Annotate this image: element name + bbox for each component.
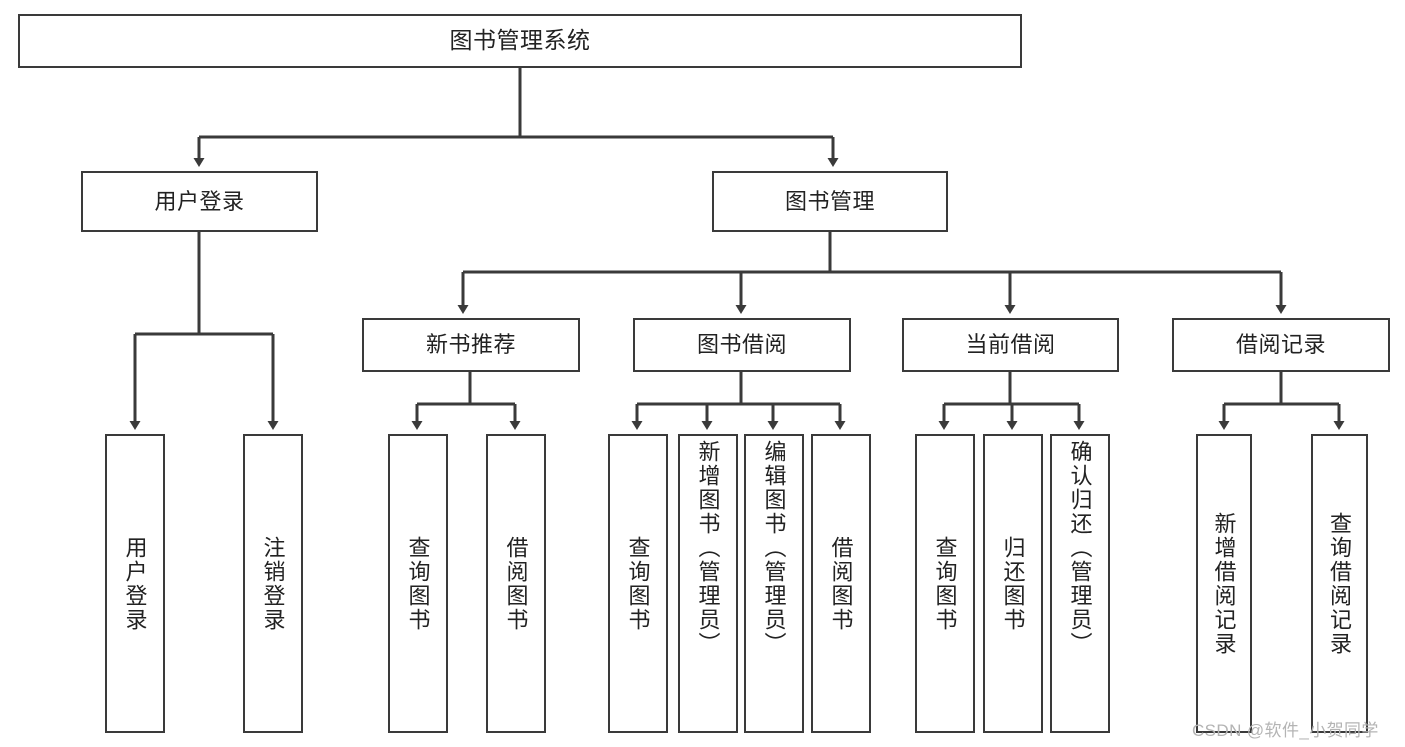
node-user-login[interactable]: 用户登录 — [81, 171, 318, 232]
node-leaf-user-logout-label: 注销登录 — [260, 535, 286, 632]
node-leaf-return-book-label: 归还图书 — [1000, 535, 1026, 632]
node-leaf-query-book-3[interactable]: 查询图书 — [915, 434, 975, 733]
node-leaf-confirm-return[interactable]: 确认归还（管理员） — [1050, 434, 1110, 733]
node-leaf-query-book-1[interactable]: 查询图书 — [388, 434, 448, 733]
node-leaf-query-book-3-label: 查询图书 — [932, 535, 958, 632]
node-book-manage-label: 图书管理 — [784, 188, 875, 214]
csdn-watermark: CSDN @软件_小贺同学 — [1192, 721, 1379, 740]
node-leaf-query-book-2-label: 查询图书 — [625, 535, 651, 632]
node-leaf-confirm-return-label: 确认归还（管理员） — [1067, 440, 1093, 656]
node-leaf-return-book[interactable]: 归还图书 — [983, 434, 1043, 733]
node-leaf-query-record-label: 查询借阅记录 — [1327, 511, 1353, 656]
node-leaf-add-book-label: 新增图书（管理员） — [695, 440, 721, 656]
node-leaf-query-book-1-label: 查询图书 — [405, 535, 431, 632]
node-leaf-edit-book[interactable]: 编辑图书（管理员） — [744, 434, 804, 733]
node-leaf-user-login-label: 用户登录 — [122, 535, 148, 632]
node-current-borrow-label: 当前借阅 — [965, 332, 1056, 358]
node-leaf-user-logout[interactable]: 注销登录 — [243, 434, 303, 733]
node-leaf-query-book-2[interactable]: 查询图书 — [608, 434, 668, 733]
node-leaf-edit-book-label: 编辑图书（管理员） — [761, 440, 787, 656]
node-root[interactable]: 图书管理系统 — [18, 14, 1022, 68]
node-leaf-add-record[interactable]: 新增借阅记录 — [1196, 434, 1252, 733]
node-leaf-user-login[interactable]: 用户登录 — [105, 434, 165, 733]
node-leaf-borrow-book-2[interactable]: 借阅图书 — [811, 434, 871, 733]
node-book-manage[interactable]: 图书管理 — [712, 171, 948, 232]
node-leaf-borrow-book-2-label: 借阅图书 — [828, 535, 854, 632]
node-leaf-query-record[interactable]: 查询借阅记录 — [1311, 434, 1368, 733]
node-leaf-add-book[interactable]: 新增图书（管理员） — [678, 434, 738, 733]
node-book-borrow-label: 图书借阅 — [696, 332, 787, 358]
node-leaf-add-record-label: 新增借阅记录 — [1211, 511, 1237, 656]
node-leaf-borrow-book-1[interactable]: 借阅图书 — [486, 434, 546, 733]
node-user-login-label: 用户登录 — [154, 188, 245, 214]
node-leaf-borrow-book-1-label: 借阅图书 — [503, 535, 529, 632]
node-book-borrow[interactable]: 图书借阅 — [633, 318, 851, 372]
node-borrow-record-label: 借阅记录 — [1235, 332, 1326, 358]
node-new-book-rec-label: 新书推荐 — [425, 332, 516, 358]
node-current-borrow[interactable]: 当前借阅 — [902, 318, 1119, 372]
node-root-label: 图书管理系统 — [449, 27, 591, 54]
node-borrow-record[interactable]: 借阅记录 — [1172, 318, 1390, 372]
node-new-book-rec[interactable]: 新书推荐 — [362, 318, 580, 372]
